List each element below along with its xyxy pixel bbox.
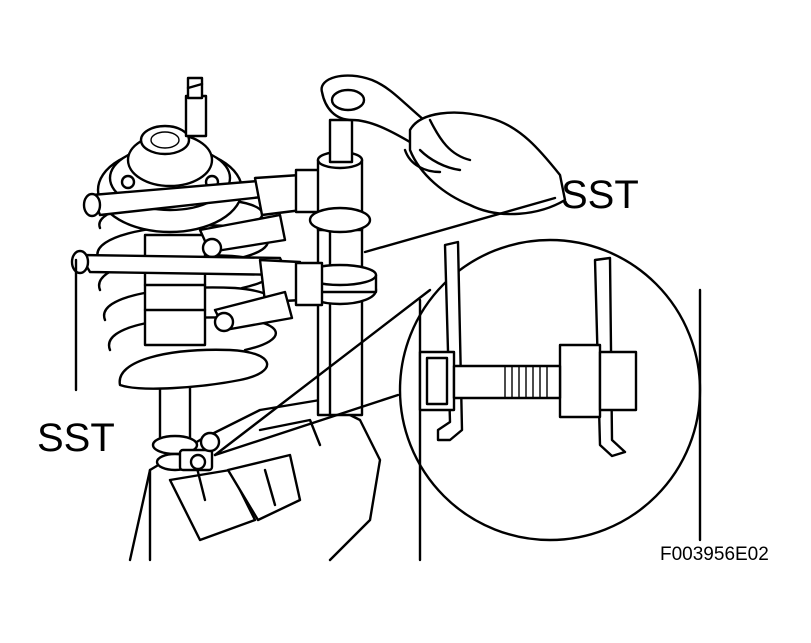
sst-label-left: SST [37, 416, 115, 460]
sst-label-right: SST [561, 173, 639, 217]
figure-code: F003956E02 [660, 544, 769, 565]
detail-magnifier [398, 238, 702, 562]
spring-compressor-sst [70, 173, 304, 333]
sst-column [294, 118, 378, 417]
knuckle-body [128, 398, 382, 562]
leader-lines [74, 196, 557, 457]
strut-shaft [151, 378, 221, 472]
wrench-and-hand [320, 74, 567, 216]
